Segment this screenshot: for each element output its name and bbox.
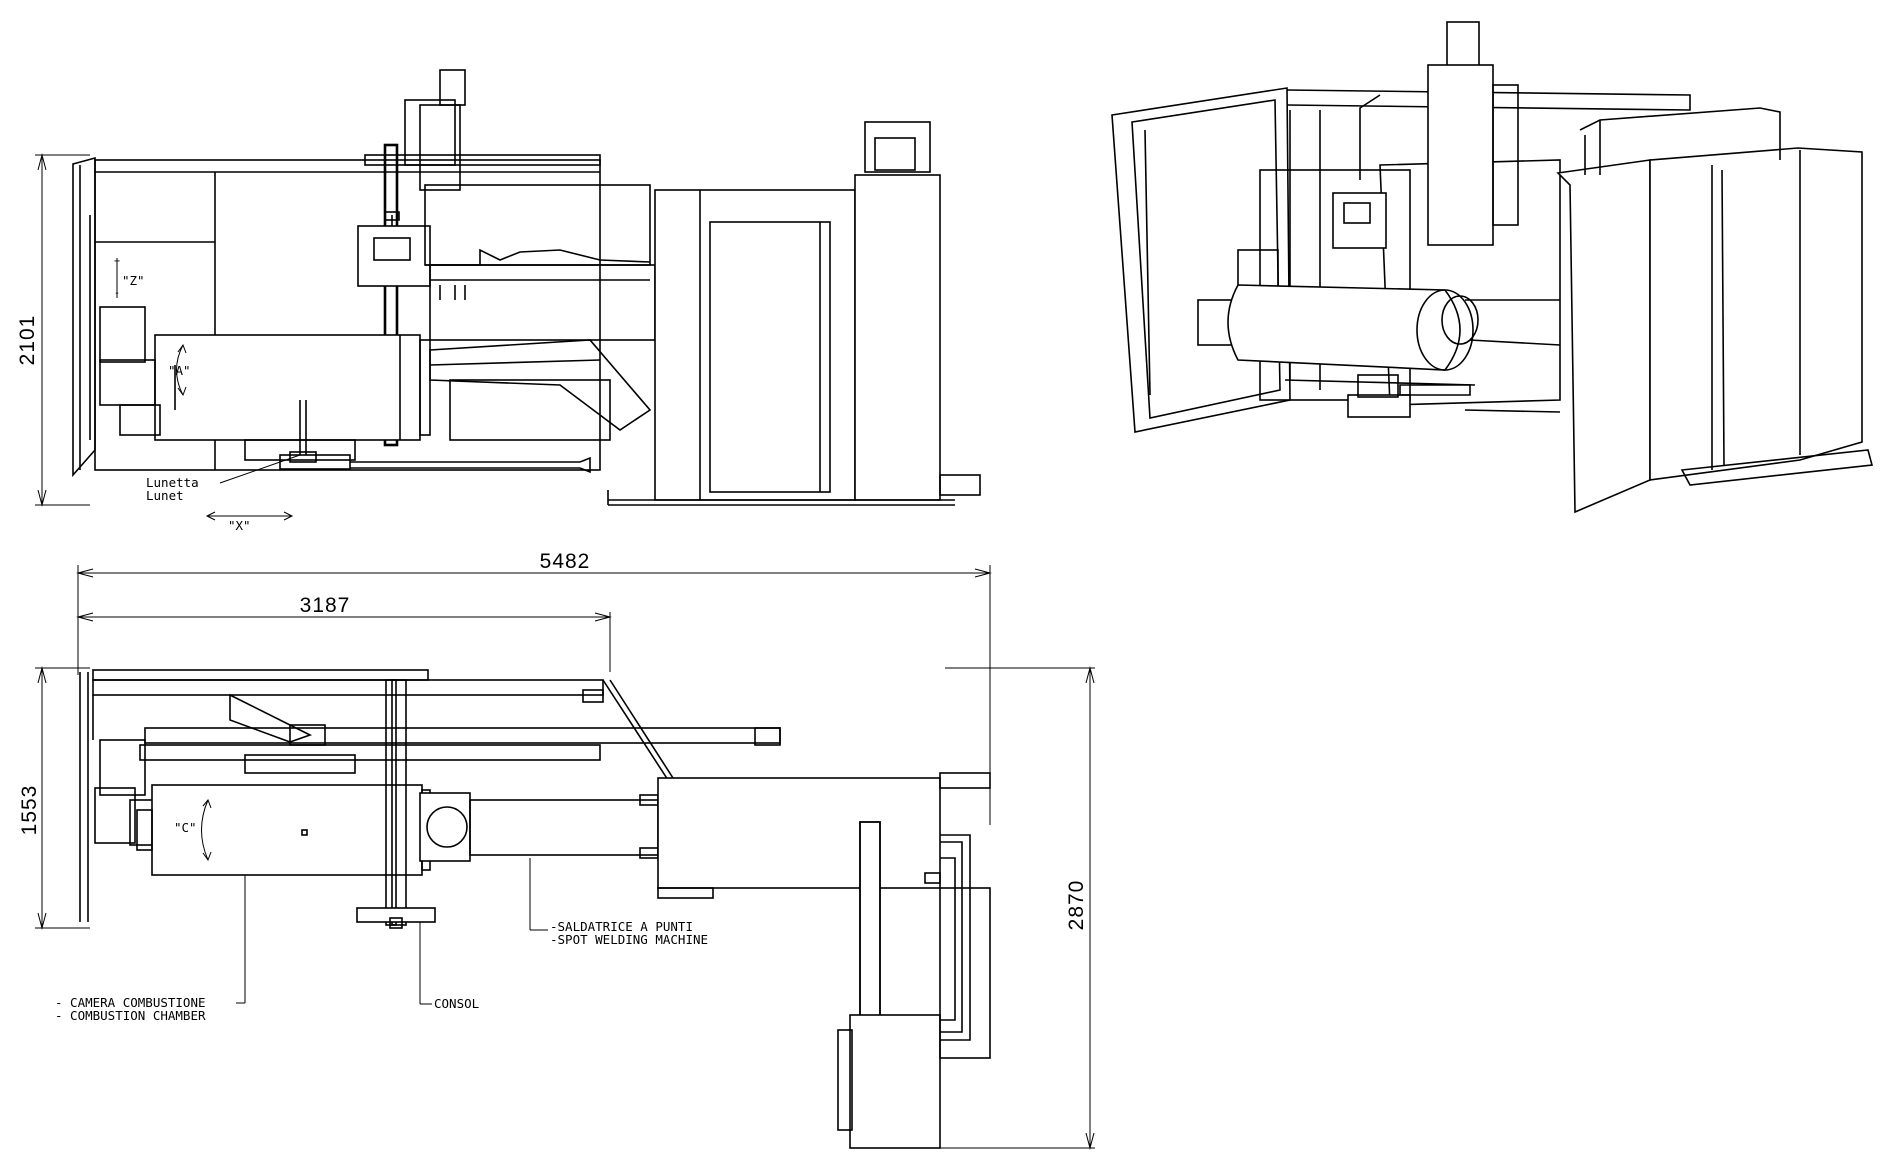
- svg-text:-: -: [114, 288, 120, 299]
- dim-height-label: 2101: [16, 315, 39, 366]
- side-welding-head: [424, 184, 656, 341]
- side-lunetta-callout: Lunetta Lunet: [146, 454, 301, 503]
- top-spot-welder: [657, 772, 991, 1149]
- dimension-3187: 3187: [76, 594, 612, 672]
- side-axis-x: "X": [205, 511, 294, 533]
- top-console: [356, 679, 436, 929]
- side-axis-a: "A": [168, 343, 191, 397]
- chamber-en-label: - COMBUSTION CHAMBER: [55, 1008, 206, 1023]
- welder-en-label: -SPOT WELDING MACHINE: [550, 932, 708, 947]
- axis-a-label: "A": [168, 363, 191, 378]
- svg-text:+: +: [114, 256, 120, 267]
- console-label: CONSOL: [434, 996, 479, 1011]
- axis-z-label: "Z": [122, 273, 145, 288]
- side-monitor: [357, 211, 431, 287]
- side-arm: [429, 339, 652, 441]
- side-left-door: [72, 156, 96, 478]
- welder-it-label: -SALDATRICE A PUNTI: [550, 919, 693, 934]
- top-console-callout: CONSOL: [419, 922, 479, 1011]
- top-cylinder: [136, 784, 431, 876]
- top-frame: [79, 669, 781, 922]
- axis-c-label: "C": [174, 820, 197, 835]
- top-welding-arm: [419, 792, 659, 862]
- lunetta-it-label: Lunetta: [146, 475, 199, 490]
- top-left-unit: [94, 739, 156, 846]
- chamber-it-label: - CAMERA COMBUSTIONE: [55, 995, 206, 1010]
- dim-total-length-label: 5482: [540, 550, 591, 573]
- dimension-5482: 5482: [76, 550, 992, 825]
- iso-cylinder: [1197, 249, 1561, 371]
- axis-x-label: "X": [228, 518, 251, 533]
- dim-partial-length-label: 3187: [300, 594, 351, 617]
- iso-monitor: [1332, 192, 1387, 249]
- top-view: 5482 3187 1553 2870: [18, 550, 1095, 1150]
- top-welder-callout: -SALDATRICE A PUNTI -SPOT WELDING MACHIN…: [529, 858, 708, 947]
- iso-trolley: [1284, 374, 1561, 418]
- side-cylinder: [99, 306, 431, 461]
- dim-total-depth-label: 2870: [1065, 880, 1088, 931]
- top-chamber-callout: - CAMERA COMBUSTIONE - COMBUSTION CHAMBE…: [55, 875, 246, 1023]
- dimension-2101: 2101: [16, 153, 90, 507]
- side-spot-welder: [607, 121, 981, 506]
- dimension-1553: 1553: [18, 666, 90, 930]
- side-lunette: [279, 400, 591, 474]
- iso-door: [1111, 87, 1291, 433]
- lunetta-en-label: Lunet: [146, 488, 184, 503]
- dim-depth-label: 1553: [18, 785, 41, 836]
- top-axis-c: "C": [174, 799, 212, 862]
- side-view: 2101: [16, 69, 981, 533]
- dimension-2870: 2870: [940, 666, 1095, 1150]
- iso-column: [1359, 21, 1519, 246]
- iso-view: [1111, 21, 1874, 514]
- iso-cabinet: [1556, 107, 1874, 514]
- side-frame: [94, 69, 601, 471]
- side-axis-z: + - "Z": [114, 256, 145, 299]
